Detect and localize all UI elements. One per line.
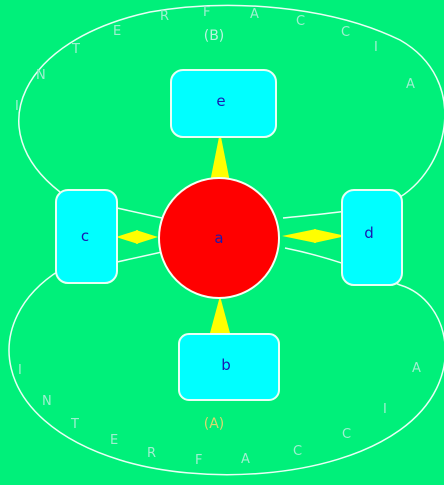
arrow-a-to-b xyxy=(210,296,230,333)
ring-b-letters: I N T E R F A C C I A xyxy=(15,5,415,114)
node-c[interactable] xyxy=(55,189,118,284)
ring-b-letter: C xyxy=(341,25,350,40)
ring-b-letter: I xyxy=(374,40,378,55)
node-b-label: b xyxy=(221,356,231,374)
node-e-label: e xyxy=(216,92,225,110)
ring-b-letter: I xyxy=(15,99,19,114)
node-e[interactable] xyxy=(170,69,277,138)
ring-a-letter: E xyxy=(110,433,118,448)
ring-b-tag: (B) xyxy=(204,28,225,44)
center-node-a[interactable] xyxy=(158,177,280,299)
ring-b-letter: A xyxy=(250,7,259,22)
node-c-label: c xyxy=(81,227,89,245)
arrow-c-to-a xyxy=(136,230,158,244)
ring-a-letter: N xyxy=(42,394,52,409)
arrow-d-to-a xyxy=(282,229,316,243)
node-b[interactable] xyxy=(178,333,280,401)
ring-b-letter: F xyxy=(203,5,210,20)
ring-a-letter: R xyxy=(147,446,156,461)
arrow-a-to-c xyxy=(116,230,138,244)
ring-a-letter: T xyxy=(70,417,79,432)
ring-a-letter: C xyxy=(293,444,302,459)
node-d[interactable] xyxy=(341,189,403,286)
ring-b-letter: E xyxy=(113,24,121,39)
node-d-label: d xyxy=(364,224,374,242)
ring-a-letter: F xyxy=(195,453,202,468)
ring-a-link-left xyxy=(116,251,163,263)
ring-b-letter: T xyxy=(71,42,80,57)
ring-b-link-left xyxy=(116,207,163,219)
ring-a-tag: (A) xyxy=(204,416,225,432)
ring-b-letter: R xyxy=(160,9,169,24)
ring-b-letter: N xyxy=(36,68,46,83)
ring-b-letter: C xyxy=(296,14,305,29)
ring-a-letter: I xyxy=(18,363,22,378)
ring-a-letter: I xyxy=(383,402,387,417)
ring-a-letter: A xyxy=(241,452,250,467)
arrow-a-to-e xyxy=(210,132,230,182)
ring-a-letters: I N T E R F A C C I A xyxy=(18,361,421,468)
arrow-a-to-d xyxy=(314,229,346,243)
center-node-label: a xyxy=(214,229,223,247)
ring-a-letter: C xyxy=(342,427,351,442)
ring-b-letter: A xyxy=(406,77,415,92)
ring-a-letter: A xyxy=(412,361,421,376)
